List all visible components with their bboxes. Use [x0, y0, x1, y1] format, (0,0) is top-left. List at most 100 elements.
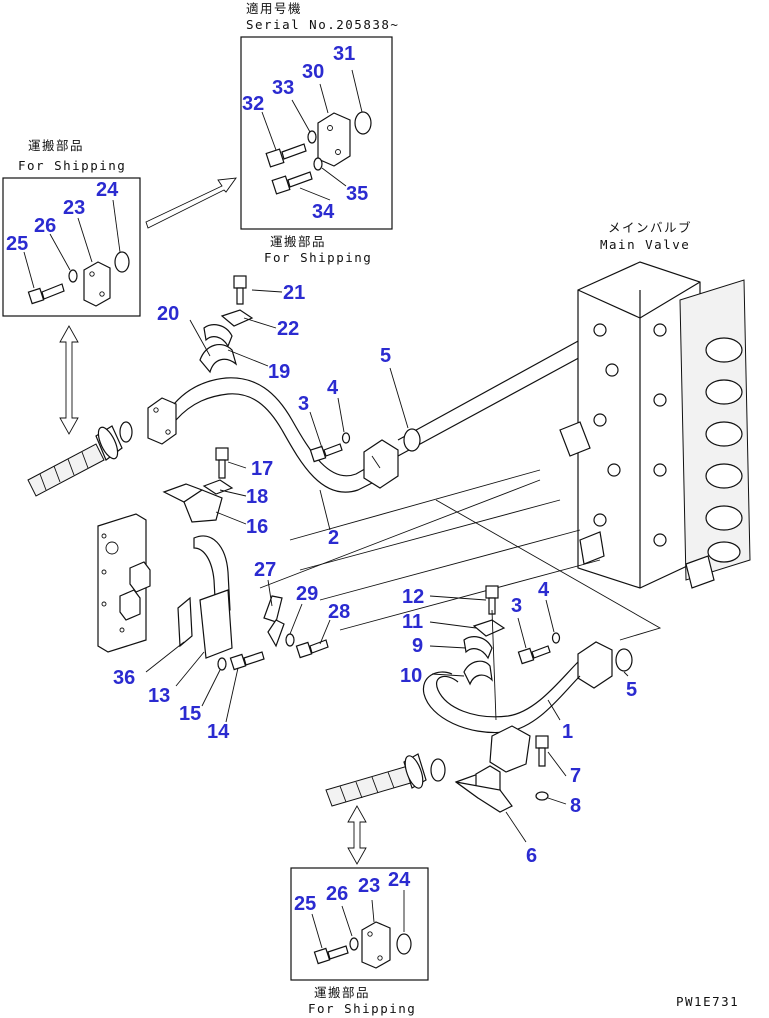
clamp-10 [463, 660, 493, 686]
shipping-caption-jp-3: 運搬部品 [314, 985, 370, 1000]
callout-9: 9 [412, 635, 423, 657]
washer-35 [313, 157, 323, 171]
left-shipping-kit: 運搬部品 For Shipping 24 23 26 25 [2, 138, 141, 317]
callout-4a: 4 [327, 377, 339, 399]
washer-33 [307, 130, 317, 144]
bolt-3b [517, 645, 551, 665]
callout-11: 11 [402, 611, 423, 633]
pipe-lower-assembly [325, 585, 633, 813]
callout-19: 19 [268, 361, 290, 383]
callout-26b: 26 [326, 883, 348, 905]
flange-cover-23b [361, 921, 391, 969]
bolt-34 [271, 171, 313, 195]
clamp-27 [263, 595, 283, 623]
o-ring-5a [403, 428, 421, 452]
washer-29 [285, 633, 295, 647]
serial-kit-box [240, 36, 393, 230]
callout-15: 15 [179, 703, 201, 725]
callout-1: 1 [562, 721, 573, 743]
callout-24a: 24 [96, 179, 119, 201]
o-ring-31 [354, 111, 372, 135]
callout-18: 18 [246, 486, 268, 508]
callout-3b: 3 [511, 595, 522, 617]
flange-cover-30 [317, 112, 351, 167]
clamp-16 [183, 489, 223, 523]
callout-17: 17 [251, 458, 273, 480]
serial-caption-jp: 適用号機 [246, 1, 302, 16]
callout-21: 21 [283, 282, 305, 304]
callout-31: 31 [333, 43, 355, 65]
double-arrow-bottom [347, 805, 367, 865]
o-ring-24a [114, 251, 130, 273]
hose-left [27, 443, 105, 497]
bolt-14 [229, 651, 265, 671]
double-arrow-left [59, 325, 79, 435]
washer-26a [68, 269, 78, 283]
callout-33: 33 [272, 77, 294, 99]
plate-18 [202, 479, 234, 495]
routing-guide-lines [259, 469, 662, 641]
callout-23a: 23 [63, 197, 85, 219]
clamp-upper [199, 275, 254, 374]
callout-34: 34 [312, 201, 335, 223]
serial-kit-group: 適用号機 Serial No.205838~ 31 30 33 32 35 [240, 1, 399, 265]
main-valve-caption-en: Main Valve [600, 237, 690, 252]
bracket-6 [455, 781, 513, 813]
bolt-17 [215, 447, 229, 479]
callout-12: 12 [402, 586, 424, 608]
flange-lower-left [489, 725, 531, 773]
flange-upper-left [147, 397, 177, 445]
callout-4b: 4 [538, 579, 550, 601]
callout-28: 28 [328, 601, 350, 623]
callout-6: 6 [526, 845, 537, 867]
flange-cover-23a [83, 261, 111, 307]
shipping-caption-jp-2: 運搬部品 [28, 138, 84, 153]
shipping-caption-en-3: For Shipping [308, 1001, 416, 1016]
bolt-25b [313, 945, 349, 965]
pipe-2 [173, 377, 371, 477]
callout-35: 35 [346, 183, 368, 205]
bolt-32 [265, 143, 307, 168]
pipe-1 [436, 661, 579, 718]
callout-20: 20 [157, 303, 179, 325]
flange-lower-right [577, 641, 613, 689]
callout-25b: 25 [294, 893, 316, 915]
bolt-25a [27, 283, 65, 305]
washer-4b [551, 632, 561, 644]
left-kit-box [2, 177, 141, 317]
callout-29: 29 [296, 583, 318, 605]
o-ring-left [119, 421, 133, 443]
clamp-20 [203, 324, 233, 348]
bolt-7 [535, 735, 549, 767]
shipping-caption-en-2: For Shipping [18, 158, 126, 173]
serial-caption-no: Serial No.205838~ [246, 17, 399, 32]
pipe-upper-assembly [147, 339, 587, 493]
flange-upper-right [363, 439, 399, 489]
o-ring-24b [396, 933, 412, 955]
callout-25a: 25 [6, 233, 28, 255]
bracket-plate [97, 513, 147, 653]
callout-5b: 5 [626, 679, 637, 701]
callout-26a: 26 [34, 215, 56, 237]
callout-14: 14 [207, 721, 230, 743]
callout-5a: 5 [380, 345, 391, 367]
left-hose-assembly [27, 421, 133, 497]
callout-24b: 24 [388, 869, 411, 891]
callout-23b: 23 [358, 875, 380, 897]
bracket-36 [177, 596, 193, 648]
plate-11 [472, 619, 506, 637]
callout-30: 30 [302, 61, 324, 83]
valve-spool-row [705, 337, 743, 563]
bolt-28 [295, 639, 329, 659]
clamp-9 [463, 636, 493, 660]
washer-15 [217, 657, 227, 671]
plate-22 [220, 309, 254, 327]
bolt-3a [309, 443, 343, 463]
callout-8: 8 [570, 795, 581, 817]
washer-8 [535, 791, 549, 801]
callout-27: 27 [254, 559, 276, 581]
o-ring-lower [430, 758, 446, 782]
drawing-code: PW1E731 [676, 994, 739, 1009]
main-valve: メインバルブ Main Valve [559, 220, 751, 589]
